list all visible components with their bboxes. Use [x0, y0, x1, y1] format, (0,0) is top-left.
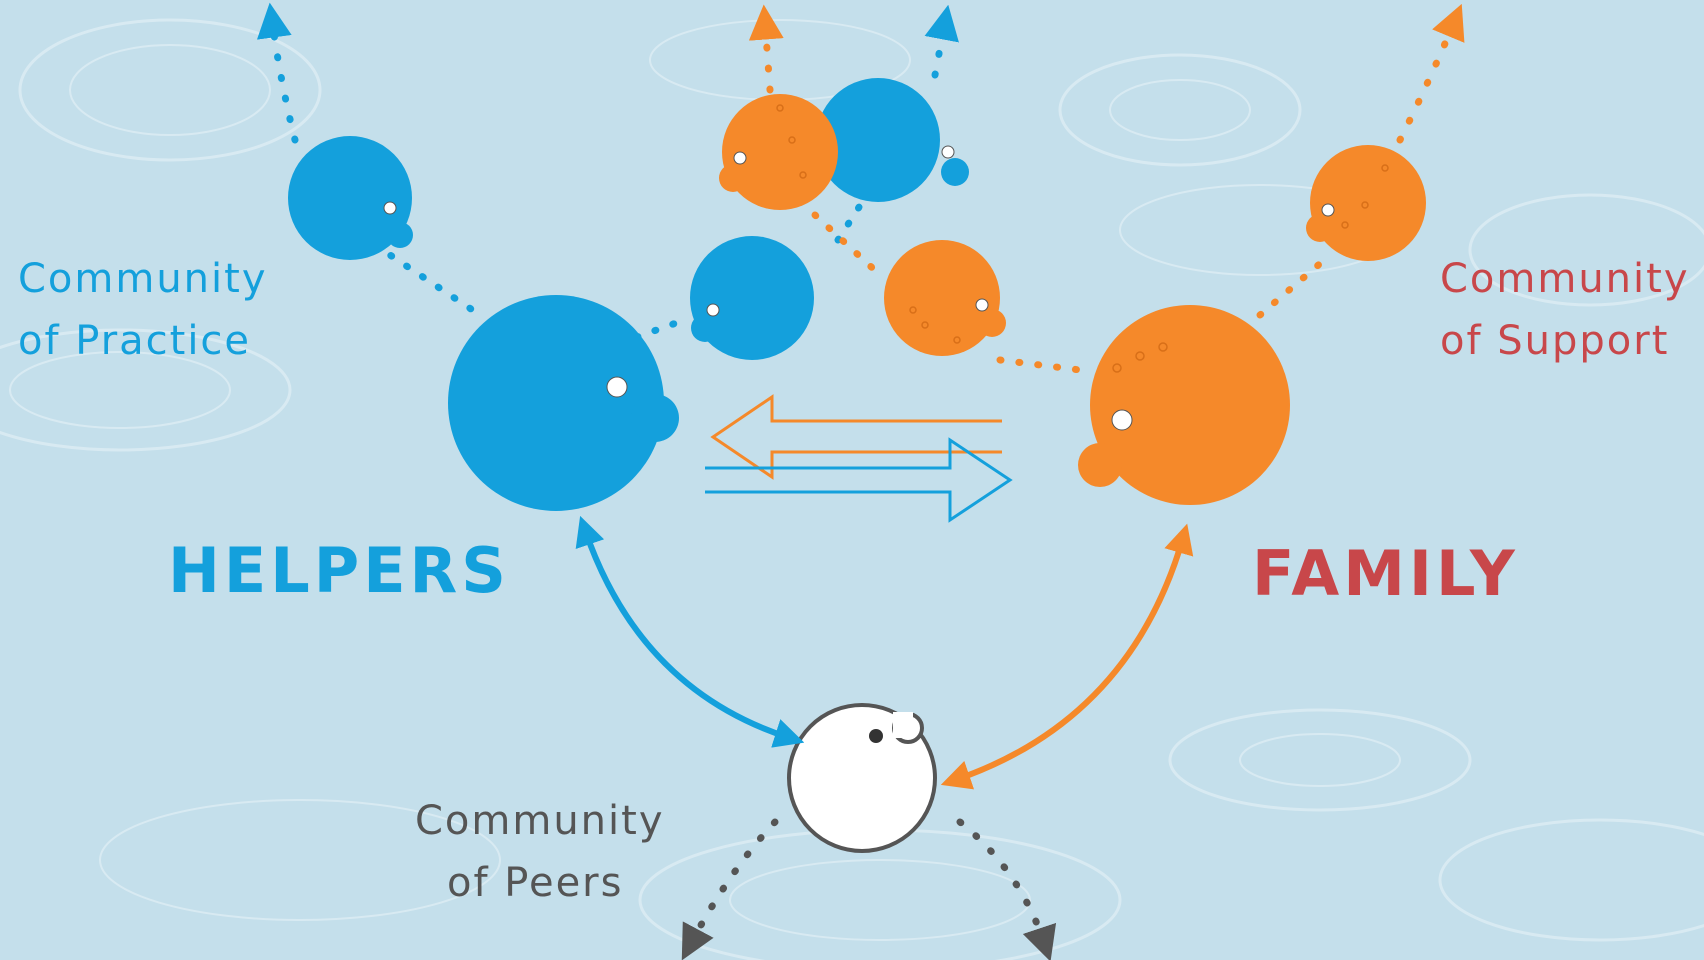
community-of-support-label: Community of Support [1440, 248, 1690, 372]
support-outward-arrow [1396, 3, 1465, 144]
peers-right-outward-arrow [956, 818, 1057, 960]
blue-head-icon [690, 236, 814, 360]
family-main-head-icon [1078, 305, 1290, 505]
orange-head-icon [1306, 145, 1426, 261]
family-peers-arrow [940, 523, 1194, 790]
helpers-main-head-icon [448, 295, 679, 511]
community-of-practice-line2: of Practice [18, 318, 252, 364]
community-of-practice-line1: Community [18, 256, 268, 302]
community-of-practice-label: Community of Practice [18, 248, 268, 372]
community-of-support-line1: Community [1440, 256, 1690, 302]
orange-head-icon [719, 94, 838, 210]
family-label: FAMILY [1252, 537, 1519, 610]
community-of-peers-line2: of Peers [447, 860, 624, 906]
orange-head-icon [884, 240, 1006, 356]
community-of-peers-line1: Community [415, 798, 665, 844]
practice-outward-arrow [256, 2, 299, 144]
helper-top-outward-arrow [924, 4, 959, 79]
community-of-peers-label: Community of Peers [415, 790, 665, 914]
exchange-arrows [705, 394, 1013, 523]
dotted-outward-arrows [256, 2, 1465, 960]
community-of-support-line2: of Support [1440, 318, 1670, 364]
helpers-label: HELPERS [168, 534, 510, 607]
helpers-peers-arrow [575, 515, 805, 748]
blue-head-icon [816, 78, 969, 202]
blue-head-icon [288, 136, 413, 260]
helpers-to-family-arrow [705, 437, 1013, 523]
white-head-icon [787, 703, 937, 853]
family-to-helpers-arrow [710, 394, 1002, 480]
dotted-connectors [371, 186, 1334, 374]
